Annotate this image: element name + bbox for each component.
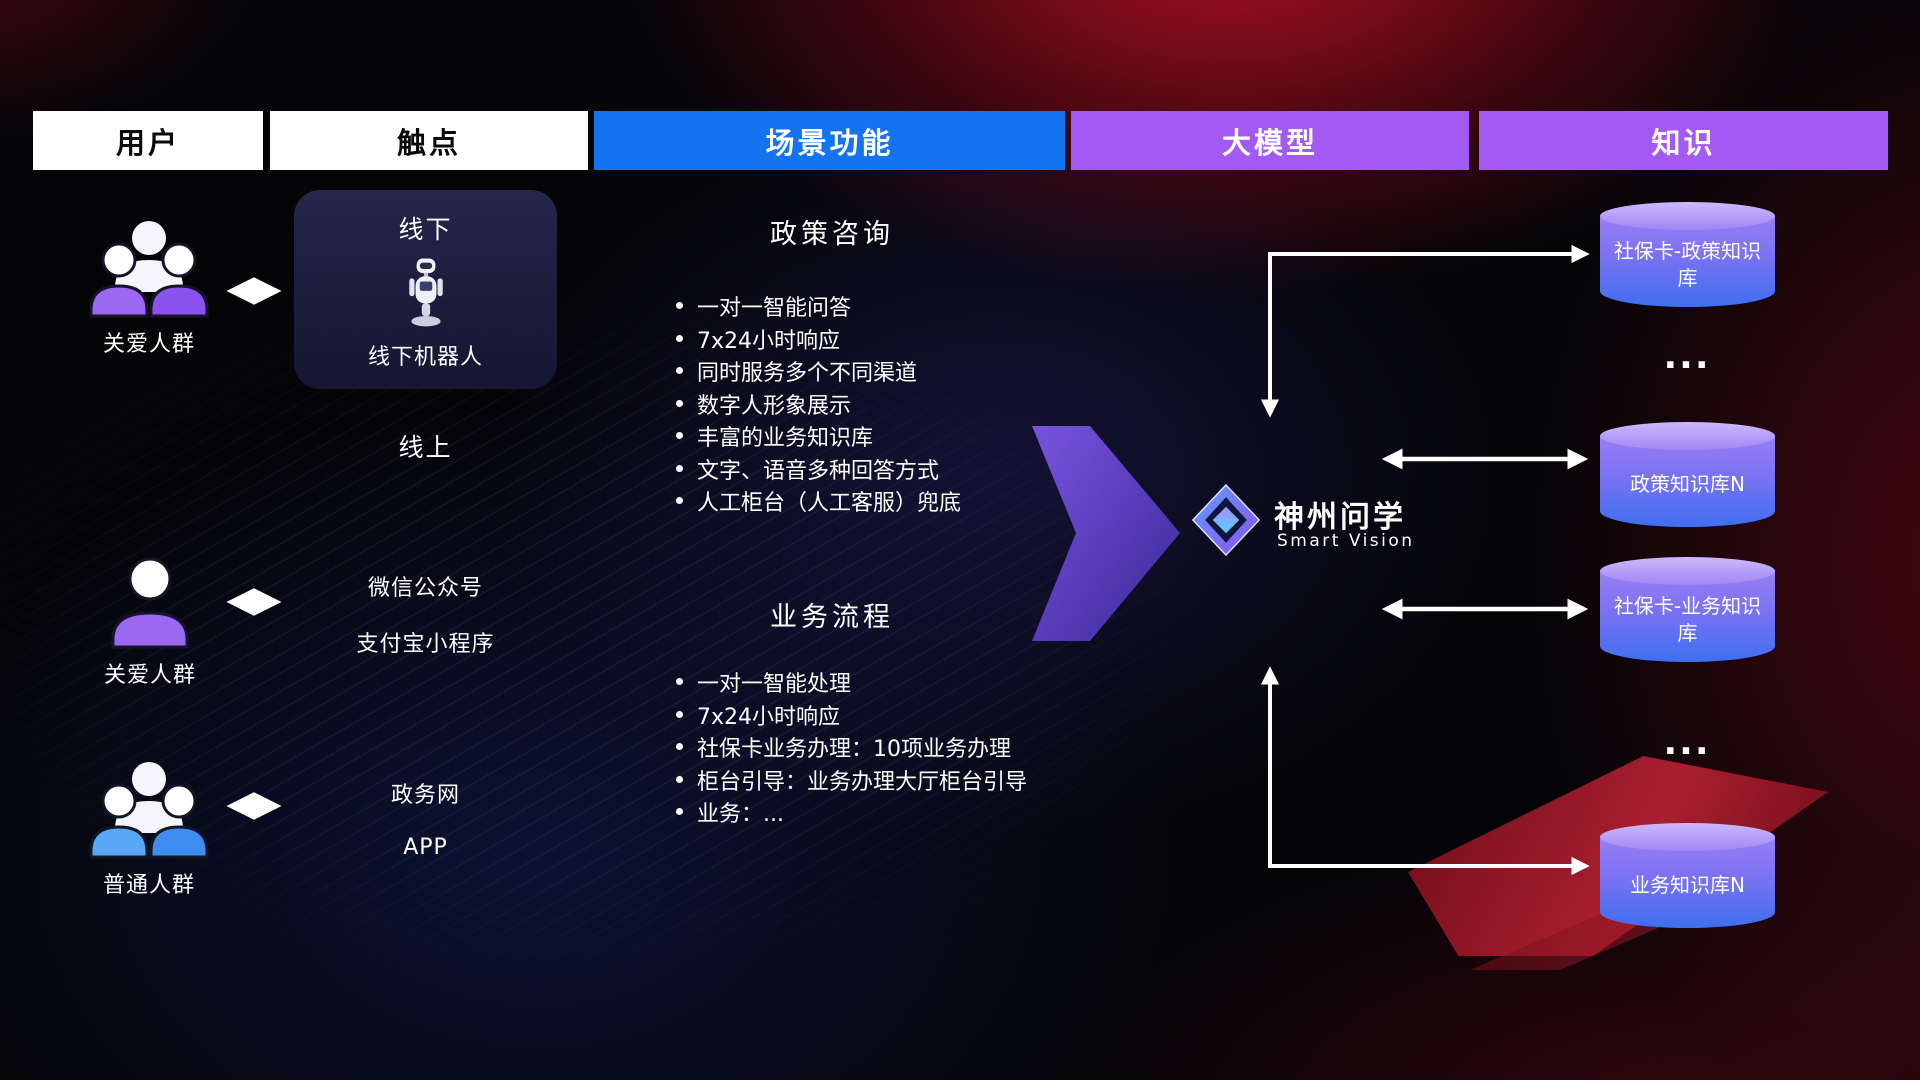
header-touchpoints: 触点 [270, 111, 588, 170]
knowledge-db-label: 业务知识库N [1630, 873, 1745, 897]
user-group-label: 普通人群 [102, 873, 195, 898]
bullet-icon [676, 710, 683, 718]
process-item: 7x24小时响应 [676, 699, 1027, 732]
policy-item: 同时服务多个不同渠道 [676, 355, 961, 388]
process-item: 一对一智能处理 [676, 666, 1027, 699]
header-large-model: 大模型 [1071, 111, 1469, 170]
user-group-care-2: 关爱人群 [104, 553, 196, 689]
channel-gov-web: 政务网 [390, 783, 460, 808]
ellipsis-dots: ... [1663, 336, 1711, 377]
knowledge-db-cylinder-2: 政策知识库N [1600, 422, 1775, 527]
knowledge-db-label: 社保卡-业务知识库 [1613, 593, 1762, 645]
header-large-model-label: 大模型 [1221, 125, 1318, 160]
offline-title: 线下 [398, 215, 453, 244]
channel-alipay: 支付宝小程序 [356, 632, 495, 657]
bullet-icon [676, 678, 683, 685]
cylinder-top [1600, 202, 1775, 230]
header-scene-functions: 场景功能 [594, 111, 1065, 170]
person-purple-icon [111, 557, 189, 649]
header-knowledge: 知识 [1479, 111, 1888, 170]
knowledge-db-cylinder-1: 社保卡-政策知识库 [1600, 202, 1775, 307]
knowledge-db-label: 社保卡-政策知识库 [1613, 238, 1762, 290]
process-item: 业务：... [676, 796, 1027, 829]
bullet-icon [676, 743, 683, 750]
bullet-icon [676, 497, 683, 504]
flow-arrow-icon [1032, 426, 1180, 641]
background-diagonal-streaks [0, 200, 1350, 1080]
bullet-icon [676, 302, 683, 309]
online-title: 线上 [398, 433, 453, 462]
header-scene-functions-label: 场景功能 [765, 125, 894, 160]
people-group-purple-icon [89, 221, 209, 318]
knowledge-db-cylinder-4: 业务知识库N [1600, 823, 1775, 928]
header-knowledge-label: 知识 [1651, 125, 1716, 160]
bullet-icon [676, 432, 683, 439]
policy-item: 丰富的业务知识库 [676, 420, 961, 453]
policy-section-title: 政策咨询 [770, 219, 894, 250]
cylinder-top [1600, 823, 1775, 851]
ellipsis-dots: ... [1663, 722, 1711, 763]
header-users-label: 用户 [115, 125, 180, 160]
process-section-title: 业务流程 [770, 602, 894, 633]
process-item: 柜台引导：业务办理大厅柜台引导 [676, 764, 1027, 797]
bullet-icon [676, 334, 683, 342]
brand-subtitle: Smart Vision [1277, 531, 1415, 551]
user-group-general: 普通人群 [84, 755, 214, 899]
user-group-care-1: 关爱人群 [84, 214, 214, 358]
policy-item: 一对一智能问答 [676, 290, 961, 323]
channel-app: APP [403, 835, 448, 860]
cylinder-top [1600, 422, 1775, 450]
knowledge-db-label: 政策知识库N [1630, 472, 1745, 496]
channel-wechat: 微信公众号 [367, 576, 483, 601]
policy-item-list: 一对一智能问答 7x24小时响应 同时服务多个不同渠道 数字人形象展示 丰富的业… [676, 290, 961, 518]
brand-name: 神州问学 [1274, 500, 1406, 535]
user-group-label: 关爱人群 [102, 332, 195, 357]
user-group-label: 关爱人群 [104, 663, 197, 688]
bullet-icon [676, 399, 683, 407]
process-item: 社保卡业务办理：10项业务办理 [676, 731, 1027, 764]
bullet-icon [676, 367, 683, 374]
bullet-icon [676, 808, 683, 815]
policy-item: 人工柜台（人工客服）兜底 [676, 485, 961, 518]
cylinder-top [1600, 557, 1775, 585]
policy-item: 7x24小时响应 [676, 323, 961, 356]
bullet-icon [676, 775, 683, 783]
people-group-blue-icon [89, 762, 209, 859]
offline-touchpoint-card: 线下 线下机器人 [294, 190, 557, 389]
offline-robot-label: 线下机器人 [367, 345, 483, 370]
header-touchpoints-label: 触点 [396, 125, 461, 160]
process-item-list: 一对一智能处理 7x24小时响应 社保卡业务办理：10项业务办理 柜台引导：业务… [676, 666, 1027, 829]
brand-gem-icon [1191, 483, 1261, 557]
robot-icon [408, 258, 443, 326]
header-users: 用户 [33, 111, 263, 170]
policy-item: 数字人形象展示 [676, 388, 961, 421]
policy-item: 文字、语音多种回答方式 [676, 453, 961, 486]
bullet-icon [676, 464, 683, 472]
knowledge-db-cylinder-3: 社保卡-业务知识库 [1600, 557, 1775, 662]
